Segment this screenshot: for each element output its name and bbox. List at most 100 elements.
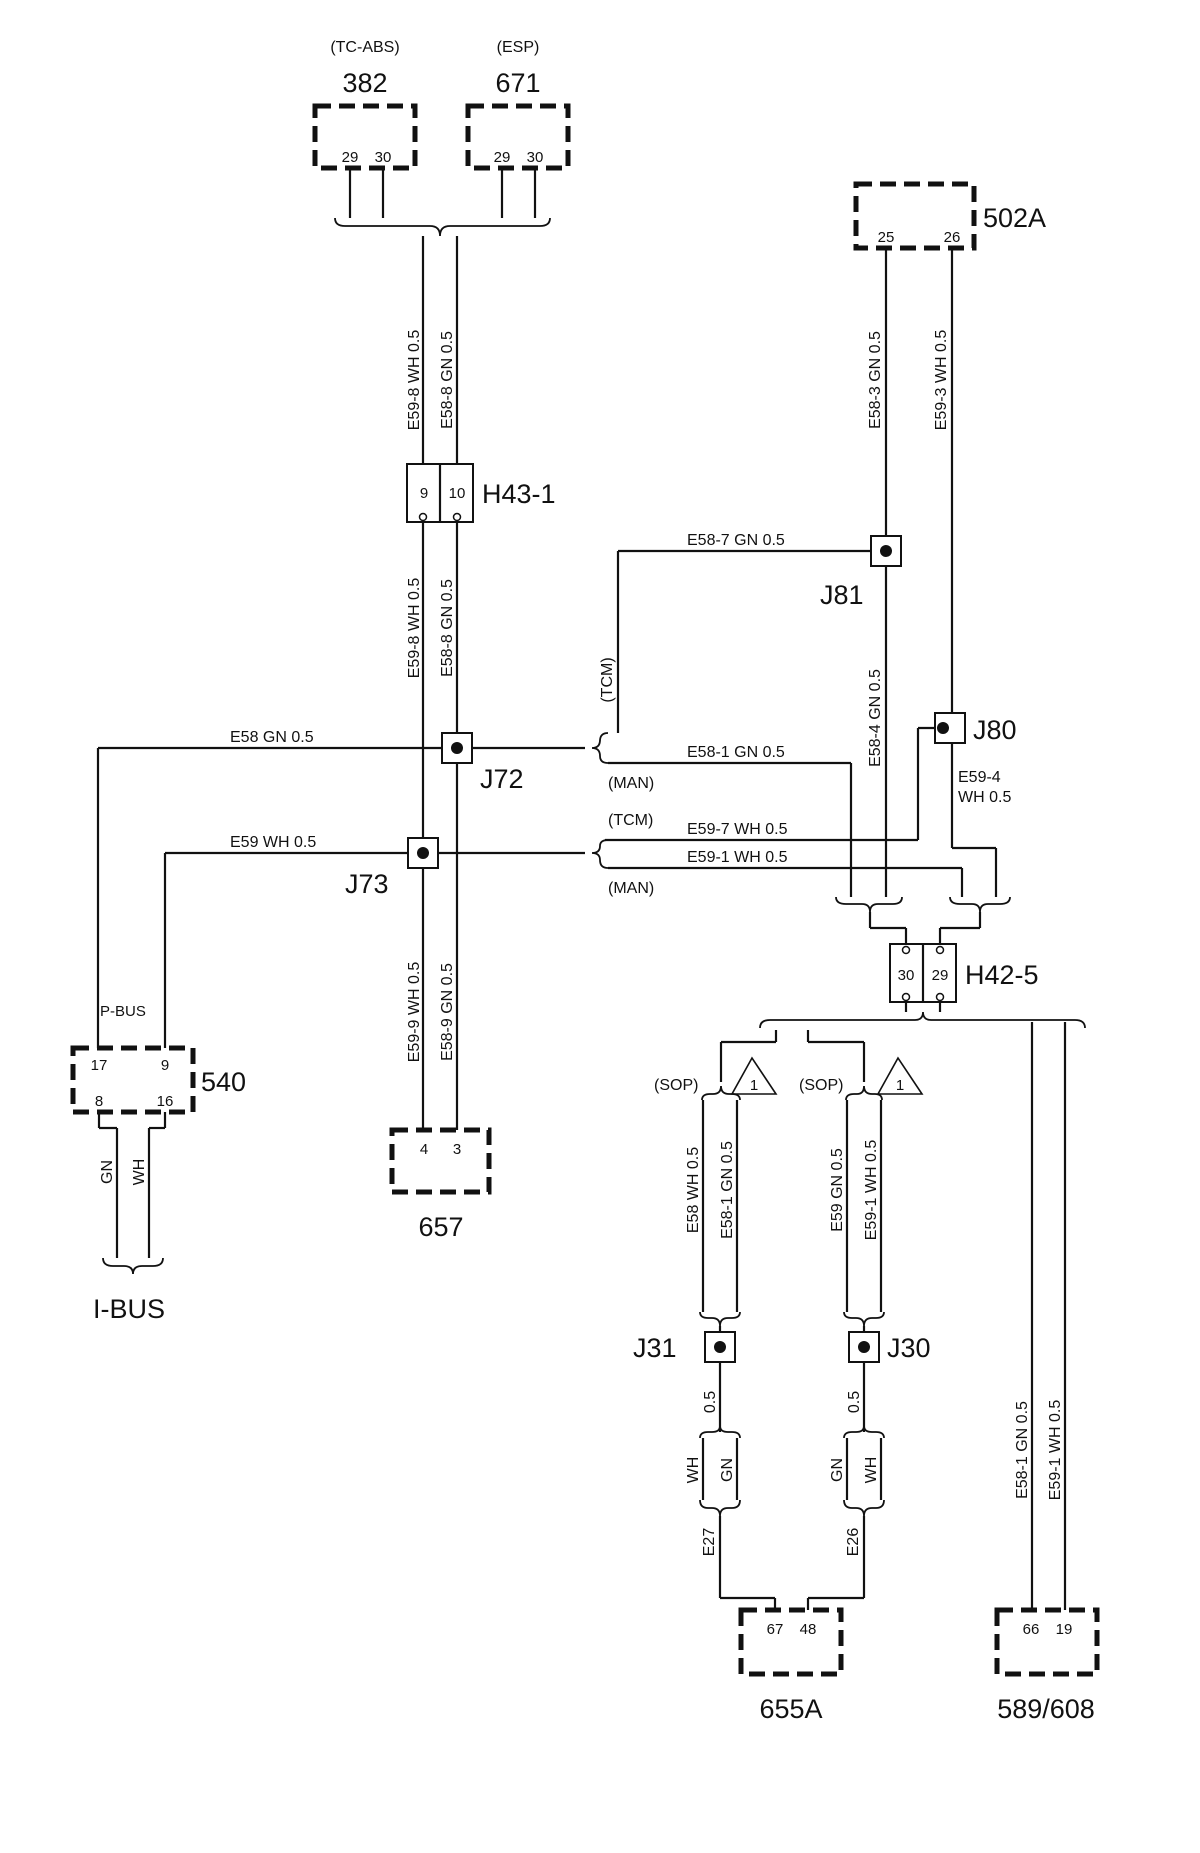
connector-h42-5-socket-b	[935, 945, 945, 955]
wire-e26: E26	[845, 1528, 862, 1557]
splice-j72	[441, 732, 473, 764]
connector-h42-5-label: H42-5	[965, 960, 1039, 990]
splice-j80-label: J80	[973, 715, 1017, 745]
module-540-pin-8: 8	[95, 1093, 103, 1110]
module-502a-box	[853, 181, 977, 251]
splice-j73-label: J73	[345, 869, 389, 899]
j30-branch-wires	[845, 1100, 883, 1312]
module-502a-wires	[884, 248, 954, 897]
splice-j31	[704, 1331, 736, 1363]
variant-brace-2	[591, 839, 609, 869]
wire-e58-3: E58-3 GN 0.5	[867, 331, 884, 429]
module-502a-pin-26: 26	[944, 229, 961, 246]
wire-e58-8-top: E58-8 GN 0.5	[439, 331, 456, 429]
connector-h42-5-socket-c	[901, 992, 911, 1002]
wire-e58-1-right: E58-1 GN 0.5	[1014, 1401, 1031, 1499]
ibus-brace	[102, 1257, 164, 1275]
note-triangle-1	[730, 1056, 778, 1095]
ibus-wh-label: WH	[131, 1159, 148, 1186]
e27-e26-wires	[718, 1516, 866, 1610]
module-589-608-number: 589/608	[997, 1694, 1095, 1724]
j80-wires	[605, 726, 998, 897]
connector-h42-5-pin-29: 29	[932, 967, 949, 984]
variant-man-1: (MAN)	[608, 775, 654, 792]
j31-upper-brace	[699, 1311, 741, 1327]
splice-j80	[934, 712, 966, 744]
connector-h42-5-socket-a	[901, 945, 911, 955]
wire-j30-wh: WH	[863, 1457, 880, 1484]
module-382-pin-29: 29	[342, 149, 359, 166]
wire-j30-left: E59 GN 0.5	[829, 1148, 846, 1232]
wire-e59-3: E59-3 WH 0.5	[933, 330, 950, 431]
splice-j81	[870, 535, 902, 567]
module-657-box	[389, 1127, 492, 1195]
module-502a-pin-25: 25	[878, 229, 895, 246]
wire-j30-below: 0.5	[846, 1391, 863, 1413]
wire-e59-8-mid: E59-8 WH 0.5	[406, 578, 423, 679]
wire-e59-4-name: E59-4	[958, 769, 1001, 786]
note-triangle-2	[876, 1056, 924, 1095]
j31-branch-wires	[701, 1100, 739, 1312]
wire-e59-9: E59-9 WH 0.5	[406, 962, 423, 1063]
h42-feed-wires	[868, 912, 982, 944]
module-657-pin-3: 3	[453, 1141, 461, 1158]
e58-wire-left	[96, 746, 442, 1048]
left-trunk-wires	[421, 236, 459, 1130]
module-655a-number: 655A	[759, 1694, 822, 1724]
module-671-pin-30: 30	[527, 149, 544, 166]
module-671-number: 671	[495, 68, 540, 98]
module-382-number: 382	[342, 68, 387, 98]
module-540-pin-16: 16	[157, 1093, 174, 1110]
module-655a-pin-48: 48	[800, 1621, 817, 1638]
wire-e59-7: E59-7 WH 0.5	[687, 821, 788, 838]
wire-e59-label: E59 WH 0.5	[230, 834, 316, 851]
wire-e58-1: E58-1 GN 0.5	[687, 744, 785, 761]
splice-j30-label: J30	[887, 1333, 931, 1363]
e26-brace	[843, 1499, 885, 1517]
sop-brace-1	[701, 1085, 741, 1101]
module-671-note: (ESP)	[497, 39, 540, 56]
splice-j31-label: J31	[633, 1333, 677, 1363]
note-triangle-1-num: 1	[750, 1077, 758, 1094]
wire-e58-4: E58-4 GN 0.5	[867, 669, 884, 767]
module-657-number: 657	[418, 1212, 463, 1242]
connector-h42-5-socket-d	[935, 992, 945, 1002]
module-657-pin-4: 4	[420, 1141, 428, 1158]
splice-j81-label: J81	[820, 580, 864, 610]
wire-j31-wh: WH	[685, 1457, 702, 1484]
e58-7-wire	[616, 549, 871, 733]
wire-e58-8-mid: E58-8 GN 0.5	[439, 579, 456, 677]
ibus-label: I-BUS	[93, 1294, 165, 1324]
module-589-608-box	[994, 1607, 1100, 1677]
module-655a-box	[738, 1607, 844, 1677]
top-brace	[334, 217, 551, 237]
wire-e59-4-spec: WH 0.5	[958, 789, 1011, 806]
variant-brace-1	[591, 732, 609, 764]
wire-j31-right: E58-1 GN 0.5	[719, 1141, 736, 1239]
wire-j31-below: 0.5	[702, 1391, 719, 1413]
module-382-pin-30: 30	[375, 149, 392, 166]
module-589-wires	[1030, 1022, 1067, 1610]
module-540-pbus: P-BUS	[100, 1003, 146, 1020]
module-655a-pin-67: 67	[767, 1621, 784, 1638]
e27-e26-short-wires	[701, 1438, 883, 1500]
module-540-number: 540	[201, 1067, 246, 1097]
top-pin-drops	[348, 168, 537, 218]
wire-e59-8-top: E59-8 WH 0.5	[406, 330, 423, 431]
wire-j31-gn: GN	[719, 1458, 736, 1482]
wire-e58-label: E58 GN 0.5	[230, 729, 314, 746]
wire-j30-right: E59-1 WH 0.5	[863, 1140, 880, 1241]
connector-h43-1-socket-b	[452, 512, 462, 522]
wire-j31-left: E58 WH 0.5	[685, 1147, 702, 1233]
module-671-box	[465, 103, 571, 171]
sop-brace-2	[845, 1085, 883, 1101]
variant-man-2: (MAN)	[608, 880, 654, 897]
variant-tcm-1: (TCM)	[599, 657, 616, 702]
connector-h43-1-pin-9: 9	[420, 485, 428, 502]
splice-j30	[848, 1331, 880, 1363]
connector-h43-1-pin-10: 10	[449, 485, 466, 502]
h42-output-brace	[759, 1011, 1086, 1029]
ibus-gn-label: GN	[99, 1160, 116, 1184]
splice-j73	[407, 837, 439, 869]
module-589-608-pin-66: 66	[1023, 1621, 1040, 1638]
